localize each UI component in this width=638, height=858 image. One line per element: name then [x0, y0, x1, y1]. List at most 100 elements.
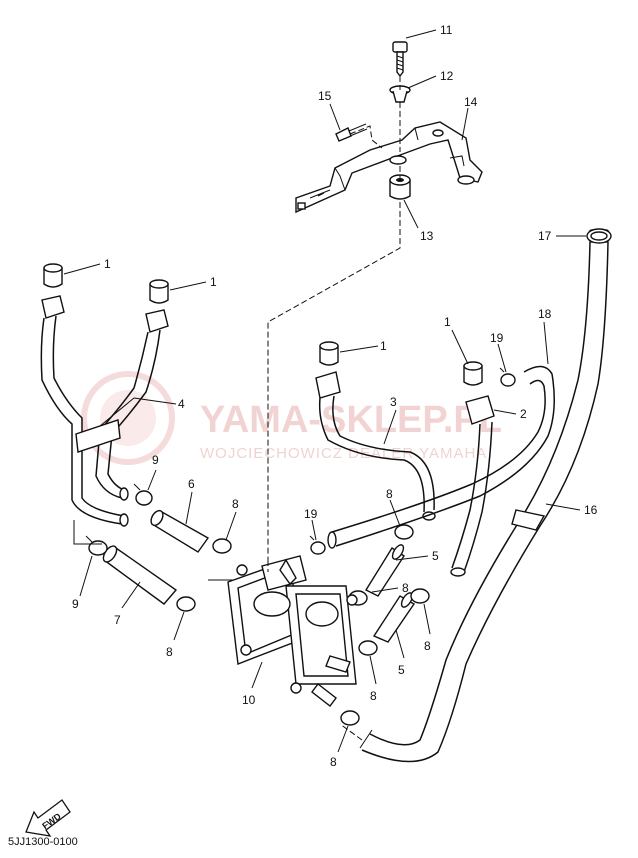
- clamp-9-lower: [85, 535, 108, 556]
- cap-1-center: [319, 341, 339, 366]
- svg-text:9: 9: [152, 453, 159, 467]
- pipe-2: [450, 395, 495, 577]
- callout-19-mid: 19: [304, 507, 318, 541]
- clamp-17: [586, 228, 612, 244]
- bracket-14: [295, 121, 483, 214]
- svg-text:8: 8: [232, 497, 239, 511]
- hose-5-upper: [365, 544, 405, 597]
- clamp-9-upper: [133, 483, 153, 506]
- callout-18: 18: [538, 307, 552, 365]
- reed-valve-10: [227, 555, 358, 707]
- clamp-8-e: [410, 588, 430, 604]
- grommet-13: [389, 174, 411, 200]
- callout-1-right: 1: [444, 315, 469, 365]
- clamp-8-a: [212, 538, 232, 554]
- callout-8-e: 8: [423, 603, 431, 653]
- svg-text:14: 14: [464, 95, 478, 109]
- svg-text:1: 1: [210, 275, 217, 289]
- clamp-8-f: [358, 640, 378, 656]
- svg-text:8: 8: [370, 689, 377, 703]
- watermark-logo: [81, 371, 175, 465]
- watermark-brand: YAMA-SKLEP.PL: [200, 399, 502, 441]
- callout-1-left: 1: [63, 257, 111, 275]
- svg-text:5: 5: [398, 663, 405, 677]
- svg-text:5: 5: [432, 549, 439, 563]
- svg-text:8: 8: [386, 487, 393, 501]
- pipe-3: [315, 371, 436, 521]
- svg-text:6: 6: [188, 477, 195, 491]
- hose-7: [102, 545, 178, 605]
- hose-5-lower: [372, 592, 416, 643]
- callout-3: 3: [383, 395, 397, 445]
- callout-16: 16: [545, 503, 598, 517]
- svg-text:19: 19: [304, 507, 318, 521]
- clamp-19-mid: [309, 535, 326, 555]
- callout-9-upper: 9: [147, 453, 159, 491]
- clamp-8-b: [394, 524, 414, 540]
- hose-16: [359, 229, 610, 763]
- callout-1-center: 1: [339, 339, 387, 353]
- svg-text:9: 9: [72, 597, 79, 611]
- hose-18: [327, 365, 555, 549]
- svg-text:17: 17: [538, 229, 552, 243]
- diagram-code: 5JJ1300-0100: [8, 836, 78, 848]
- callout-17: 17: [538, 229, 586, 243]
- bolt-11: [392, 41, 408, 78]
- pipe-4-right: [95, 309, 169, 501]
- fwd-arrow-icon: FWD: [25, 799, 71, 837]
- svg-text:15: 15: [318, 89, 332, 103]
- callout-19-top: 19: [490, 331, 507, 373]
- svg-text:16: 16: [584, 503, 598, 517]
- svg-text:11: 11: [440, 23, 453, 37]
- svg-text:2: 2: [520, 407, 527, 421]
- callout-7: 7: [114, 581, 141, 627]
- cap-1-left: [43, 263, 63, 288]
- callout-13: 13: [403, 199, 434, 243]
- svg-text:18: 18: [538, 307, 552, 321]
- svg-text:1: 1: [380, 339, 387, 353]
- cap-1-mid: [149, 279, 169, 304]
- callout-5-upper: 5: [395, 549, 439, 563]
- callout-8-a: 8: [225, 497, 239, 541]
- callout-4: 4: [99, 397, 185, 427]
- callout-2: 2: [493, 407, 527, 421]
- svg-text:8: 8: [166, 645, 173, 659]
- svg-text:12: 12: [440, 69, 454, 83]
- cap-1-right: [463, 361, 483, 386]
- callout-15: 15: [318, 89, 341, 131]
- callout-8-b: 8: [386, 487, 401, 527]
- clamp-8-g: [340, 710, 360, 726]
- callout-8-c: 8: [371, 581, 409, 595]
- svg-text:19: 19: [490, 331, 504, 345]
- svg-text:1: 1: [444, 315, 451, 329]
- callout-5-lower: 5: [395, 629, 405, 677]
- svg-text:10: 10: [242, 693, 256, 707]
- svg-text:1: 1: [104, 257, 111, 271]
- callout-14: 14: [461, 95, 478, 141]
- hose-6: [150, 509, 210, 553]
- watermark: YAMA-SKLEP.PL WOJCIECHOWICZ DEALER YAMAH…: [81, 371, 502, 465]
- clamp-8-c: [176, 596, 196, 612]
- callout-8-f: 8: [369, 655, 377, 703]
- clamp-19-top: [499, 367, 516, 387]
- callout-10: 10: [242, 661, 263, 707]
- svg-text:3: 3: [390, 395, 397, 409]
- pipe-connector: [75, 419, 121, 453]
- svg-text:13: 13: [420, 229, 434, 243]
- svg-text:8: 8: [330, 755, 337, 769]
- svg-text:7: 7: [114, 613, 121, 627]
- svg-text:4: 4: [178, 397, 185, 411]
- callout-12: 12: [407, 69, 454, 89]
- watermark-subtitle: WOJCIECHOWICZ DEALER YAMAHA: [200, 445, 487, 462]
- callout-9-lower: 9: [72, 555, 93, 611]
- callout-1-mid: 1: [169, 275, 217, 291]
- svg-text:8: 8: [402, 581, 409, 595]
- svg-text:8: 8: [424, 639, 431, 653]
- pipe-4-left: [40, 295, 129, 527]
- bolt-15: [335, 123, 368, 142]
- callout-6: 6: [185, 477, 195, 525]
- callout-11: 11: [405, 23, 453, 39]
- callout-8-d: 8: [166, 611, 185, 659]
- callout-8-g: 8: [330, 725, 349, 769]
